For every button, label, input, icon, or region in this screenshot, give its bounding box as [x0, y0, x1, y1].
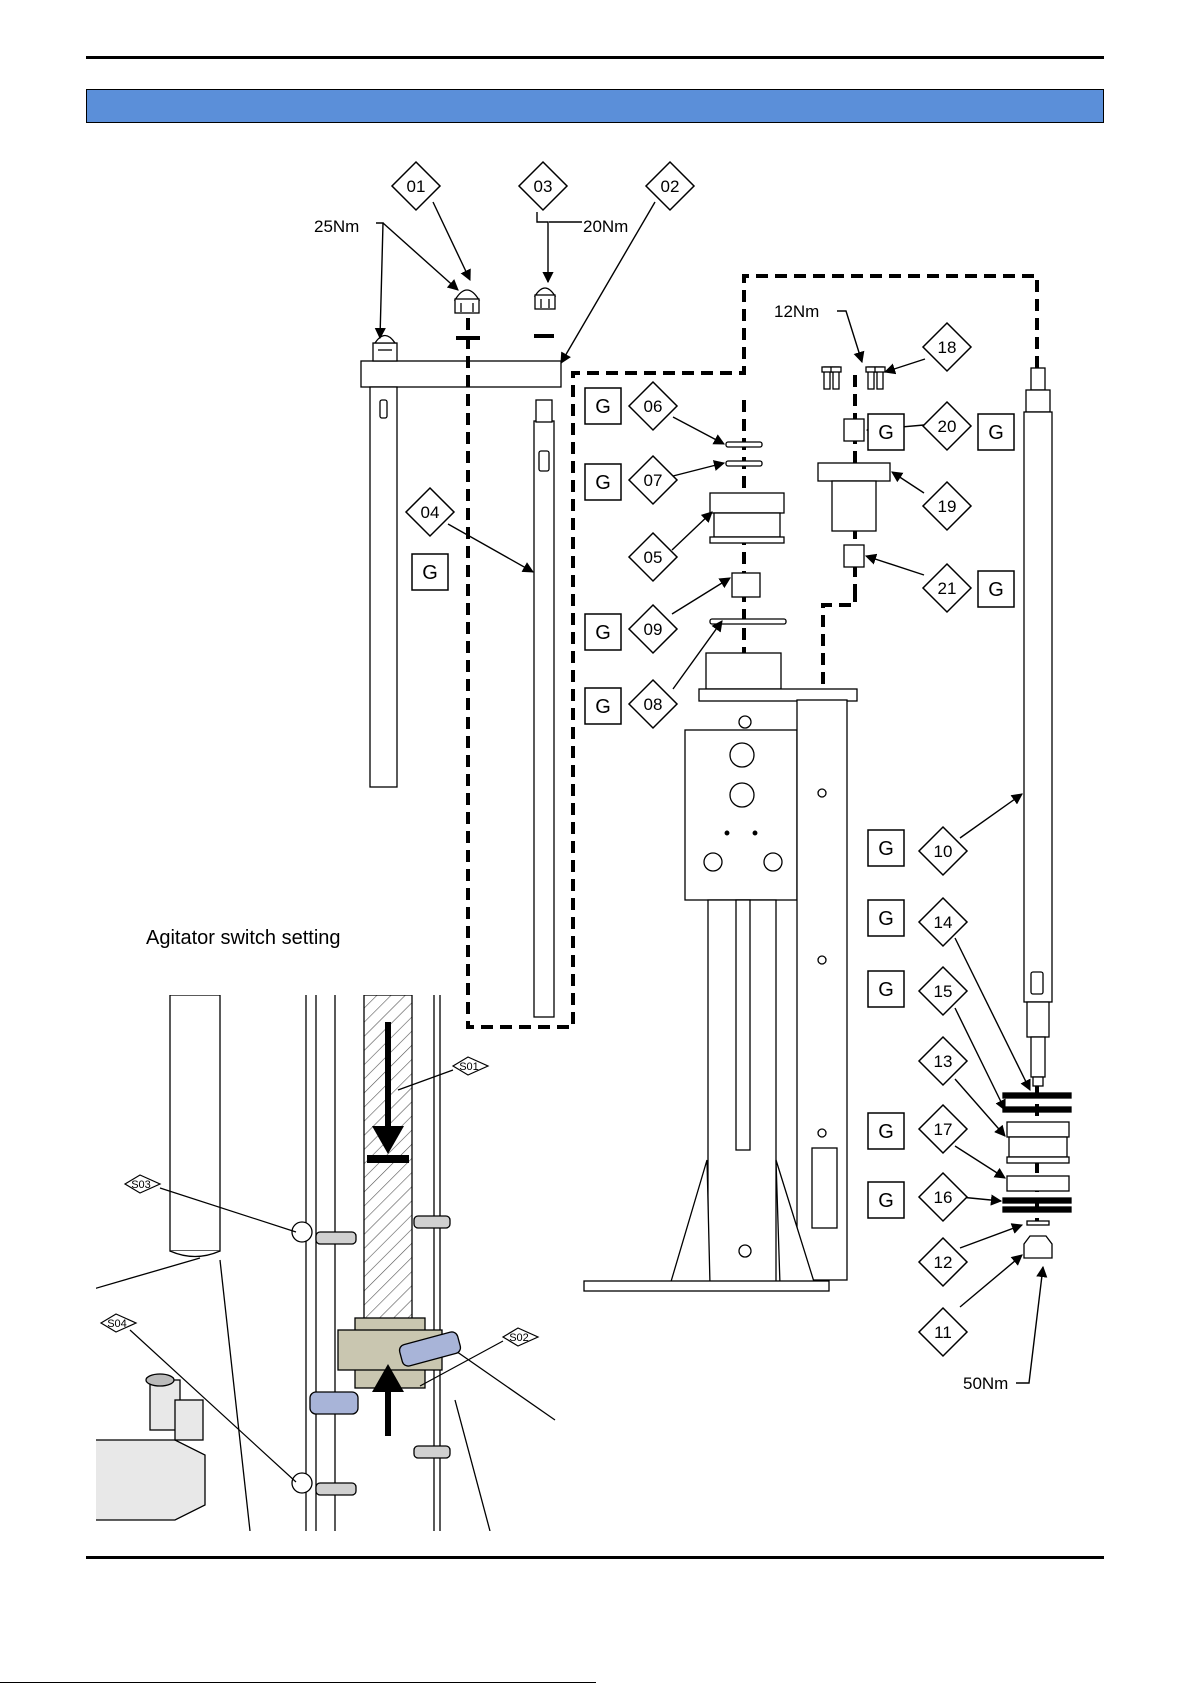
grease-marker-label: G [878, 1121, 894, 1143]
inset-title: Agitator switch setting [146, 927, 341, 949]
agitator-rod [534, 421, 554, 1017]
grease-marker: G [868, 830, 904, 866]
cap-nut-01 [455, 290, 479, 313]
grease-marker-label: G [988, 579, 1004, 601]
callout-03: 03 [519, 162, 567, 210]
callout-number: 19 [938, 497, 957, 516]
callout-number: 13 [934, 1052, 953, 1071]
grease-marker: G [868, 1182, 904, 1218]
callout-13: 13 [919, 1037, 967, 1085]
callout-number: 09 [644, 620, 663, 639]
grease-marker-label: G [878, 838, 894, 860]
label-s04: S04 [107, 1318, 127, 1330]
grease-marker-label: G [595, 622, 611, 644]
callout-15: 15 [919, 967, 967, 1015]
callout-05: 05 [629, 533, 677, 581]
torque-label-25nm: 25Nm [314, 217, 359, 236]
callout-number: 16 [934, 1188, 953, 1207]
callout-06: 06 [629, 382, 677, 430]
callout-08: 08 [629, 680, 677, 728]
callout-number: 07 [644, 471, 663, 490]
grease-marker: G [868, 1113, 904, 1149]
grease-marker: G [868, 900, 904, 936]
callout-number: 02 [661, 177, 680, 196]
grease-marker-label: G [595, 396, 611, 418]
seal-stack [710, 442, 786, 624]
callout-number: 14 [934, 913, 953, 932]
torque-label-50nm: 50Nm [963, 1374, 1008, 1393]
grease-marker-label: G [595, 696, 611, 718]
callout-number: 15 [934, 982, 953, 1001]
callout-11: 11 [919, 1308, 967, 1356]
callout-10: 10 [919, 827, 967, 875]
callout-17: 17 [919, 1105, 967, 1153]
grease-marker: G [585, 464, 621, 500]
callout-number: 17 [934, 1120, 953, 1139]
callout-number: 11 [934, 1323, 952, 1342]
grease-marker: G [585, 688, 621, 724]
grease-marker-label: G [595, 472, 611, 494]
grease-marker-label: G [422, 562, 438, 584]
grease-marker: G [585, 388, 621, 424]
grease-marker-label: G [988, 422, 1004, 444]
page-bottom-line [0, 1682, 596, 1683]
callout-18: 18 [923, 323, 971, 371]
callout-number: 08 [644, 695, 663, 714]
callout-number: 10 [934, 842, 953, 861]
left-rod [370, 387, 397, 787]
label-s03: S03 [131, 1179, 151, 1191]
grease-marker: G [412, 554, 448, 590]
callout-07: 07 [629, 456, 677, 504]
grease-marker: G [868, 971, 904, 1007]
grease-marker: G [978, 571, 1014, 607]
callout-layer: 10 11 12 13 14 15 16 17 18 19 20 21 01 03 02 04 06 07 05 09… [392, 162, 971, 1356]
stand-column [584, 653, 857, 1291]
label-s01: S01 [459, 1061, 479, 1073]
torque-label-20nm: 20Nm [583, 217, 628, 236]
callout-20: 20 [923, 402, 971, 450]
grease-marker-label: G [878, 979, 894, 1001]
callout-number: 01 [407, 177, 426, 196]
switch-setting-inset: S01 S02 S03 S04 [90, 995, 555, 1531]
bottom-seal-stack [1003, 1093, 1071, 1258]
grease-marker: G [868, 414, 904, 450]
label-s02: S02 [509, 1332, 529, 1344]
grease-marker-label: G [878, 1190, 894, 1212]
callout-16: 16 [919, 1173, 967, 1221]
callout-number: 04 [421, 503, 440, 522]
cap-nut-03 [535, 288, 555, 309]
grease-marker-label: G [878, 908, 894, 930]
grease-marker-label: G [878, 422, 894, 444]
callout-19: 19 [923, 482, 971, 530]
callout-number: 05 [644, 548, 663, 567]
right-shaft [1024, 368, 1052, 1086]
grease-marker: G [978, 414, 1014, 450]
footer-rule [86, 1556, 1104, 1559]
grease-marker: G [585, 614, 621, 650]
callout-12: 12 [919, 1238, 967, 1286]
callout-21: 21 [923, 564, 971, 612]
callout-number: 06 [644, 397, 663, 416]
callout-number: 12 [934, 1253, 953, 1272]
callout-02: 02 [646, 162, 694, 210]
callout-09: 09 [629, 605, 677, 653]
top-crossbar-assembly [361, 336, 561, 1018]
callout-number: 03 [534, 177, 553, 196]
callout-number: 20 [938, 417, 957, 436]
torque-label-12nm: 12Nm [774, 302, 819, 321]
callout-14: 14 [919, 898, 967, 946]
crossbar [361, 361, 561, 387]
callout-number: 18 [938, 338, 957, 357]
callout-number: 21 [938, 579, 957, 598]
callout-04: 04 [406, 488, 454, 536]
